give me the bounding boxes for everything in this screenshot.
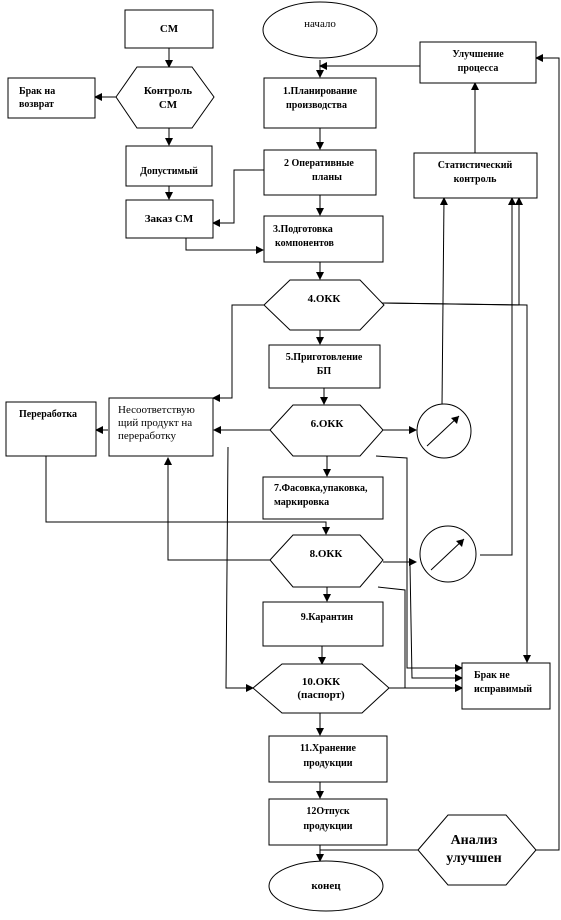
svg-text:начало: начало: [304, 18, 336, 30]
svg-text:Заказ СМ: Заказ СМ: [145, 213, 194, 225]
nonconforming-line-3: переработку: [118, 430, 176, 442]
brak-unfix-line-2: исправимый: [474, 684, 532, 695]
node-analysis: Анализ улучшен: [417, 814, 537, 886]
planning-line-1: 1.Планирование: [283, 86, 358, 97]
control-sm-line-1: Контроль: [144, 85, 192, 97]
release-line-2: продукции: [303, 821, 352, 832]
svg-text:4.ОКК: 4.ОКК: [308, 293, 341, 305]
prep-line-2: компонентов: [275, 238, 335, 249]
node-brak-return: Брак на возврат: [7, 77, 96, 119]
svg-text:6.ОКК: 6.ОКК: [311, 418, 344, 430]
nonconforming-line-2: щий продукт на: [118, 417, 192, 429]
brak-return-line-2: возврат: [19, 99, 54, 110]
svg-text:Допустимый: Допустимый: [140, 166, 198, 177]
analysis-line-1: Анализ: [451, 833, 498, 848]
packing-line-1: 7.Фасовка,упаковка,: [274, 483, 368, 494]
node-improve: Улучшение процесса: [419, 41, 537, 84]
node-quarantine: 9.Карантин: [262, 601, 384, 647]
gauge-2: [419, 525, 477, 583]
packing-line-2: маркировка: [274, 497, 329, 508]
node-release: 12Отпуск продукции: [268, 798, 388, 846]
prep-line-1: 3.Подготовка: [273, 224, 333, 235]
node-brak-unfix: Брак не исправимый: [461, 662, 551, 710]
node-okk10: 10.ОКК(паспорт): [252, 663, 390, 714]
operational-line-1: 2 Оперативные: [284, 158, 354, 169]
storage-line-2: продукции: [303, 758, 352, 769]
cooking-line-1: 5.Приготовление: [286, 352, 363, 363]
cooking-line-2: БП: [317, 366, 332, 377]
stat-line-2: контроль: [454, 174, 497, 185]
svg-text:Переработка: Переработка: [19, 409, 77, 420]
node-okk6: 6.ОКК: [269, 404, 384, 457]
svg-text:8.ОКК: 8.ОКК: [310, 548, 343, 560]
operational-line-2: планы: [312, 172, 342, 183]
analysis-line-2: улучшен: [446, 851, 502, 866]
release-line-1: 12Отпуск: [306, 806, 350, 817]
svg-text:9.Карантин: 9.Карантин: [301, 612, 354, 623]
svg-text:СМ: СМ: [160, 23, 179, 35]
svg-text:10.ОКК(паспорт): 10.ОКК(паспорт): [297, 676, 345, 701]
node-packing: 7.Фасовка,упаковка, маркировка: [262, 476, 384, 520]
control-sm-line-2: СМ: [159, 99, 178, 111]
node-end: конец: [268, 860, 384, 912]
node-start: начало: [262, 1, 378, 59]
storage-line-1: 11.Хранение: [300, 743, 356, 754]
brak-unfix-line-1: Брак не: [474, 670, 510, 681]
node-order-sm: Заказ СМ: [125, 199, 214, 239]
node-planning: 1.Планирование производства: [263, 77, 377, 129]
svg-text:конец: конец: [311, 880, 341, 892]
node-operational: 2 Оперативные планы: [263, 149, 377, 196]
okk10-line-1: 10.ОКК: [302, 676, 340, 688]
node-okk8: 8.ОКК: [269, 534, 384, 588]
node-storage: 11.Хранение продукции: [268, 735, 388, 783]
node-stat: Статистический контроль: [413, 152, 538, 199]
stat-line-1: Статистический: [438, 160, 513, 171]
node-sm: СМ: [124, 9, 214, 49]
nonconforming-line-1: Несоответствую: [118, 404, 195, 416]
node-prep: 3.Подготовка компонентов: [263, 215, 384, 263]
brak-return-line-1: Брак на: [19, 86, 55, 97]
planning-line-2: производства: [286, 100, 347, 111]
node-rework: Переработка: [5, 401, 97, 457]
svg-text:7.Фасовка,упаковка,маркировка: 7.Фасовка,упаковка, маркировка: [274, 483, 368, 508]
okk10-line-2: (паспорт): [297, 689, 345, 701]
gauge-1: [416, 403, 472, 459]
improve-line-1: Улучшение: [452, 49, 504, 60]
node-okk4: 4.ОКК: [263, 279, 385, 331]
node-admissible: Допустимый: [125, 145, 213, 187]
improve-line-2: процесса: [458, 63, 499, 74]
connectors: [45, 48, 560, 862]
